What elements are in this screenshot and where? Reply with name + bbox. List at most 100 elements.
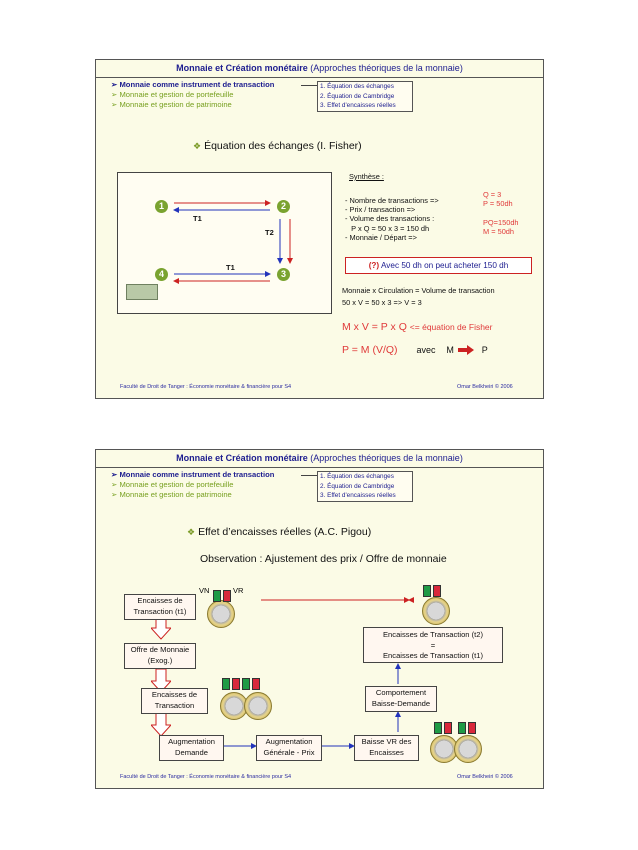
p-symbol: P [481, 345, 488, 355]
box-encaisses-t2: Encaisses de Transaction (t2) = Encaisse… [363, 627, 503, 663]
vr-bar [468, 722, 476, 734]
box-encaisses-transaction: Encaisses de Transaction [141, 688, 208, 714]
equation-item-2: 2. Équation de Cambridge [320, 482, 395, 490]
synthese-row: - Volume des transactions : [345, 208, 439, 223]
footer-right: Omar Belkheiri © 2006 [457, 384, 513, 390]
equation-item-2: 2. Équation de Cambridge [320, 92, 395, 100]
fisher-equation: M x V = P x Q <= équation de Fisher [342, 321, 493, 333]
vn-bar [222, 678, 230, 690]
cycle-arrows [173, 200, 293, 284]
topic-menu: ➢ Monnaie comme instrument de transactio… [111, 80, 274, 110]
box-offre-monnaie: Offre de Monnaie (Exog.) [124, 643, 196, 669]
equation-list-box: 1. Équation des échanges 2. Équation de … [317, 81, 413, 112]
price-equation: P = M (V/Q) avec M P [342, 344, 488, 356]
right-arrow-icon [457, 345, 474, 356]
synthese-list: - Nombre de transactions =>Q = 3- Prix /… [345, 190, 519, 242]
vn-bar [423, 585, 431, 597]
coin-icon [430, 735, 458, 763]
avec-word: avec [416, 345, 436, 355]
synthese-row-value: M = 50dh [483, 226, 515, 236]
circle-4: 4 [155, 268, 168, 281]
menu-item-transaction: ➢ Monnaie comme instrument de transactio… [111, 80, 275, 89]
synthese-row-label: - Volume des transactions : [345, 214, 435, 224]
synthese-row-value: PQ=150dh [483, 217, 519, 227]
equation-item-3: 3. Effet d'encaisses réelles [320, 102, 396, 109]
equation-item-1: 1. Équation des échanges [320, 473, 394, 480]
vn-label: VN [199, 586, 210, 595]
circle-1: 1 [155, 200, 168, 213]
box-comportement: Comportement Baisse-Demande [365, 686, 437, 712]
box-augmentation-prix: Augmentation Générale - Prix [256, 735, 322, 761]
banknote-image [126, 284, 158, 300]
menu-connector-line [301, 85, 317, 86]
synthese-row: - Prix / transaction =>P = 50dh [345, 199, 513, 214]
vr-bar [433, 585, 441, 597]
slide-header: Monnaie et Création monétaire (Approches… [96, 450, 543, 468]
vn-bar [434, 722, 442, 734]
box-et2-line3: Encaisses de Transaction (t1) [382, 651, 484, 660]
down-arrow-icon [151, 713, 171, 737]
footer-left: Faculté de Droit de Tanger : Économie mo… [120, 384, 292, 390]
circulation-line-1: Monnaie x Circulation = Volume de transa… [342, 286, 495, 295]
box-et2-line2: = [430, 640, 436, 650]
question-text: Avec 50 dh on peut acheter 150 dh [380, 261, 509, 270]
synthese-row-label: - Nombre de transactions => [345, 196, 439, 205]
topic-menu: ➢ Monnaie comme instrument de transactio… [111, 470, 274, 500]
coin-icon [207, 600, 235, 628]
menu-item-patrimoine: ➢ Monnaie et gestion de patrimoine [111, 100, 232, 109]
fisher-eq-formula: M x V = P x Q [342, 321, 407, 333]
coin-icon [244, 692, 272, 720]
synthese-row: - Monnaie / Départ => M = 50dh [345, 227, 514, 242]
slide-header: Monnaie et Création monétaire (Approches… [96, 60, 543, 78]
vr-bar [252, 678, 260, 690]
label-t2: T2 [265, 228, 274, 237]
slide-subtitle: ❖Équation des échanges (I. Fisher) [193, 140, 362, 152]
slide-fisher: Monnaie et Création monétaire (Approches… [95, 59, 544, 399]
flow-arrows [224, 597, 414, 749]
equation-item-1: 1. Équation des échanges [320, 83, 394, 90]
synthese-row-label: P x Q = 50 x 3 = 150 dh [345, 223, 430, 233]
synthese-row-label: - Prix / transaction => [345, 205, 416, 215]
header-title-bold: Monnaie et Création monétaire [176, 63, 308, 73]
diamond-bullet-icon: ❖ [187, 527, 196, 537]
coin-icon [422, 597, 450, 625]
circle-2: 2 [277, 200, 290, 213]
vn-bar [213, 590, 221, 602]
fisher-eq-label: <= équation de Fisher [409, 322, 493, 332]
box-encaisses-t1: Encaisses de Transaction (t1) [124, 594, 196, 620]
header-title-rest: (Approches théoriques de la monnaie) [310, 453, 463, 463]
question-mark: (?) [368, 261, 380, 270]
vn-bar [242, 678, 250, 690]
equation-list-box: 1. Équation des échanges 2. Équation de … [317, 471, 413, 502]
menu-connector-line [301, 475, 317, 476]
circulation-line-2: 50 x V = 50 x 3 => V = 3 [342, 298, 422, 307]
coin-icon [220, 692, 248, 720]
menu-item-patrimoine: ➢ Monnaie et gestion de patrimoine [111, 490, 232, 499]
vr-bar [232, 678, 240, 690]
header-title-bold: Monnaie et Création monétaire [176, 453, 308, 463]
synthese-row: - Nombre de transactions => Q = 3 [345, 190, 501, 205]
coin-icon [454, 735, 482, 763]
footer-right: Omar Belkheiri © 2006 [457, 774, 513, 780]
m-symbol: M [446, 345, 454, 355]
synthese-heading: Synthèse : [349, 172, 384, 181]
label-t1-top: T1 [193, 214, 202, 223]
menu-item-transaction: ➢ Monnaie comme instrument de transactio… [111, 470, 275, 479]
price-formula: P = M (V/Q) [342, 344, 398, 356]
slide-subtitle: ❖Effet d’encaisses réelles (A.C. Pigou) [187, 526, 372, 538]
synthese-row-value: Q = 3 [483, 190, 502, 199]
circle-3: 3 [277, 268, 290, 281]
box-et2-line1: Encaisses de Transaction (t2) [382, 630, 484, 639]
vn-bar [458, 722, 466, 734]
down-arrow-icon [151, 669, 171, 693]
vr-label: VR [233, 586, 244, 595]
synthese-row: P x Q = 50 x 3 = 150 dh PQ=150dh [345, 218, 518, 233]
menu-item-portefeuille: ➢ Monnaie et gestion de portefeuille [111, 90, 234, 99]
footer-left: Faculté de Droit de Tanger : Économie mo… [120, 774, 292, 780]
vr-bar [223, 590, 231, 602]
synthese-row-label: - Monnaie / Départ => [345, 232, 417, 242]
label-t1-bottom: T1 [226, 263, 235, 272]
header-title-rest: (Approches théoriques de la monnaie) [310, 63, 463, 73]
equation-item-3: 3. Effet d'encaisses réelles [320, 492, 396, 499]
slide-pigou: Monnaie et Création monétaire (Approches… [95, 449, 544, 789]
